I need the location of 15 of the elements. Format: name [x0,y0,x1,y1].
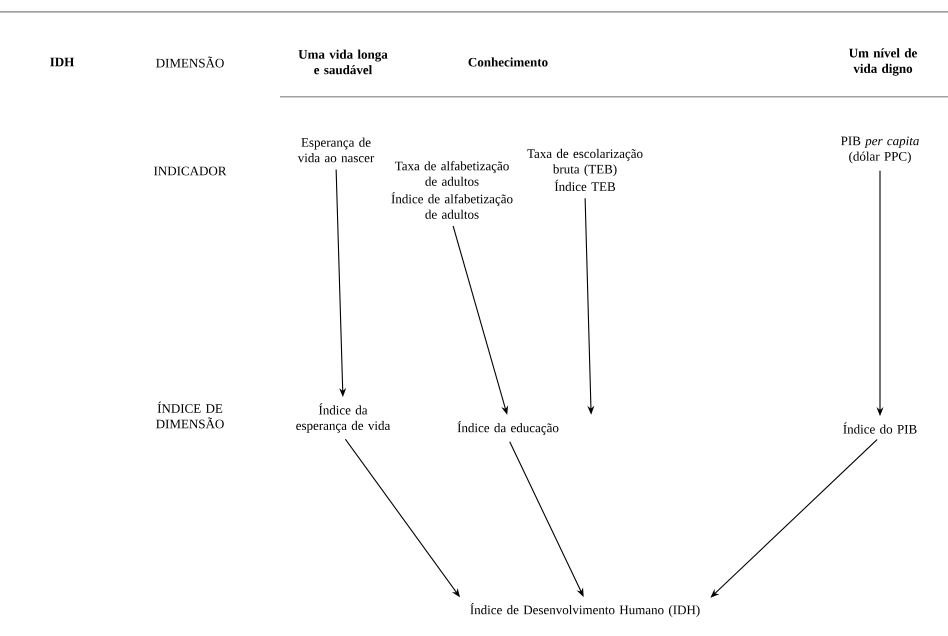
node-text: Índice do PIB [843,422,917,434]
column-heading: Conhecimento [468,57,548,67]
column-heading: Uma vida longa e saudável [298,50,388,74]
column-heading: Um nível de vida digno [849,48,917,76]
node-text: Esperança de vida ao nascer [298,138,374,162]
row-label: INDICADOR [154,166,226,176]
node-text: Taxa de alfabetização de adultos Índice de alfabetização de adultos [392,161,513,219]
row-label: ÍNDICE DE DIMENSÃO [156,402,224,428]
node-text: Índice da esperança de vida [296,403,390,433]
node-text: Índice da educação [458,421,558,435]
node-text: Taxa de escolarização bruta (TEB) Índice TEB [527,148,643,192]
node-text: PIB per capita (dólar PPC) [841,136,919,164]
row-label: DIMENSÃO [156,56,224,68]
node-text: Índice de Desenvolvimento Humano (IDH) [470,603,700,617]
column-heading: IDH [50,58,74,66]
